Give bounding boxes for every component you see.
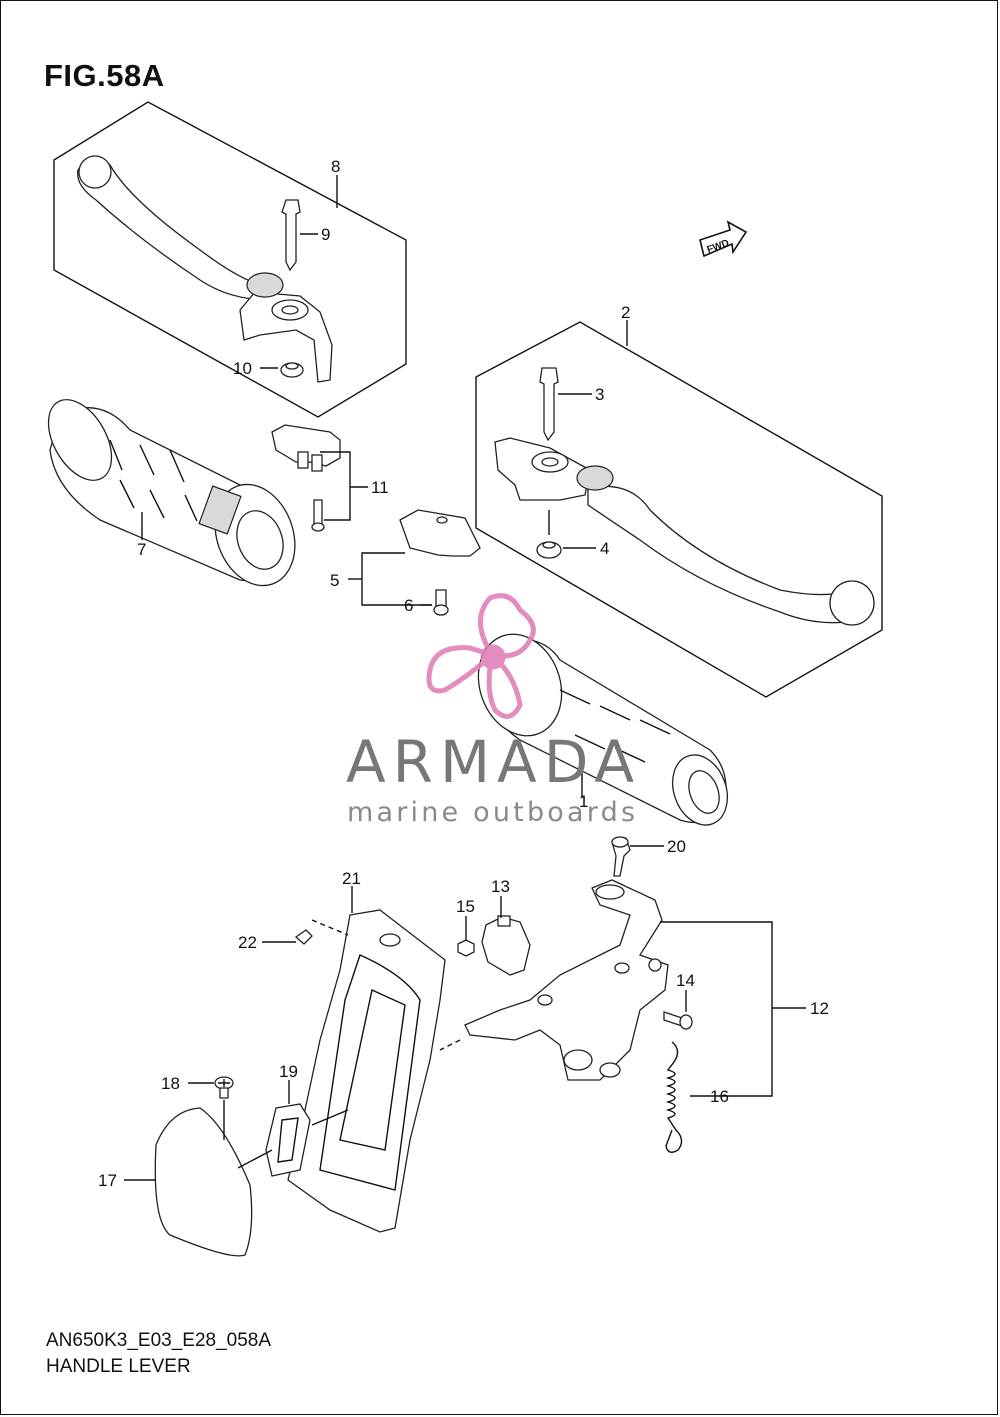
diagram-code: AN650K3_E03_E28_058A bbox=[46, 1330, 272, 1351]
callout-numbers: 1 2 3 4 5 6 7 8 9 10 11 12 13 14 15 16 1… bbox=[98, 157, 829, 1190]
watermark-name: ARMADA bbox=[346, 728, 642, 796]
watermark-tagline: marine outboards bbox=[347, 797, 639, 828]
callout-14: 14 bbox=[676, 971, 695, 990]
right-lever-ball bbox=[829, 580, 875, 626]
bracket-assembly-12 bbox=[464, 879, 669, 1081]
spring-16 bbox=[665, 1041, 683, 1153]
callout-4: 4 bbox=[600, 539, 609, 558]
armada-logo-icon bbox=[426, 593, 536, 719]
left-lever-ball bbox=[78, 155, 112, 189]
callout-2: 2 bbox=[621, 303, 630, 322]
right-lever-assembly bbox=[475, 321, 883, 698]
switch-5 bbox=[399, 509, 481, 616]
screw-18 bbox=[214, 1076, 234, 1099]
screw-6 bbox=[433, 604, 449, 616]
callout-12: 12 bbox=[810, 999, 829, 1018]
callout-16: 16 bbox=[710, 1087, 729, 1106]
bolt-20 bbox=[611, 836, 631, 877]
left-grip-7 bbox=[47, 399, 296, 587]
right-adjuster-knob bbox=[576, 465, 614, 491]
callout-11: 11 bbox=[371, 478, 389, 497]
leader-lines bbox=[124, 175, 806, 1181]
switch-13 bbox=[481, 915, 531, 976]
diagram-name: HANDLE LEVER bbox=[46, 1356, 191, 1377]
callout-20: 20 bbox=[667, 837, 686, 856]
callout-5: 5 bbox=[330, 571, 339, 590]
pivot-bolt-3 bbox=[539, 367, 559, 442]
callout-8: 8 bbox=[331, 157, 340, 176]
callout-1: 1 bbox=[579, 792, 588, 811]
callout-6: 6 bbox=[404, 596, 413, 615]
screw-22 bbox=[294, 929, 313, 945]
callout-17: 17 bbox=[98, 1171, 117, 1190]
callout-18: 18 bbox=[161, 1074, 180, 1093]
right-brake-lever bbox=[587, 485, 861, 624]
grommet-19 bbox=[265, 1103, 311, 1177]
adjuster-knob bbox=[246, 272, 284, 298]
callout-22: 22 bbox=[238, 933, 257, 952]
figure-title: FIG.58A bbox=[44, 58, 165, 93]
pivot-bolt-9 bbox=[281, 199, 301, 272]
cover-21 bbox=[287, 909, 446, 1233]
right-lever-box bbox=[475, 321, 883, 698]
left-lever-pivot bbox=[239, 291, 333, 383]
callout-7: 7 bbox=[137, 540, 146, 559]
nut-15 bbox=[457, 939, 475, 957]
fwd-arrow-icon: FWD bbox=[699, 220, 748, 258]
switch-11 bbox=[271, 424, 341, 532]
callout-3: 3 bbox=[595, 385, 604, 404]
left-lever-box bbox=[53, 101, 407, 418]
callout-21: 21 bbox=[342, 869, 361, 888]
callout-19: 19 bbox=[279, 1062, 298, 1081]
callout-10: 10 bbox=[233, 359, 252, 378]
left-lever-assembly bbox=[53, 101, 407, 418]
callout-9: 9 bbox=[321, 225, 330, 244]
screw-14 bbox=[663, 1011, 693, 1030]
plate-17 bbox=[154, 1107, 253, 1257]
callout-15: 15 bbox=[456, 897, 475, 916]
callout-13: 13 bbox=[491, 877, 510, 896]
